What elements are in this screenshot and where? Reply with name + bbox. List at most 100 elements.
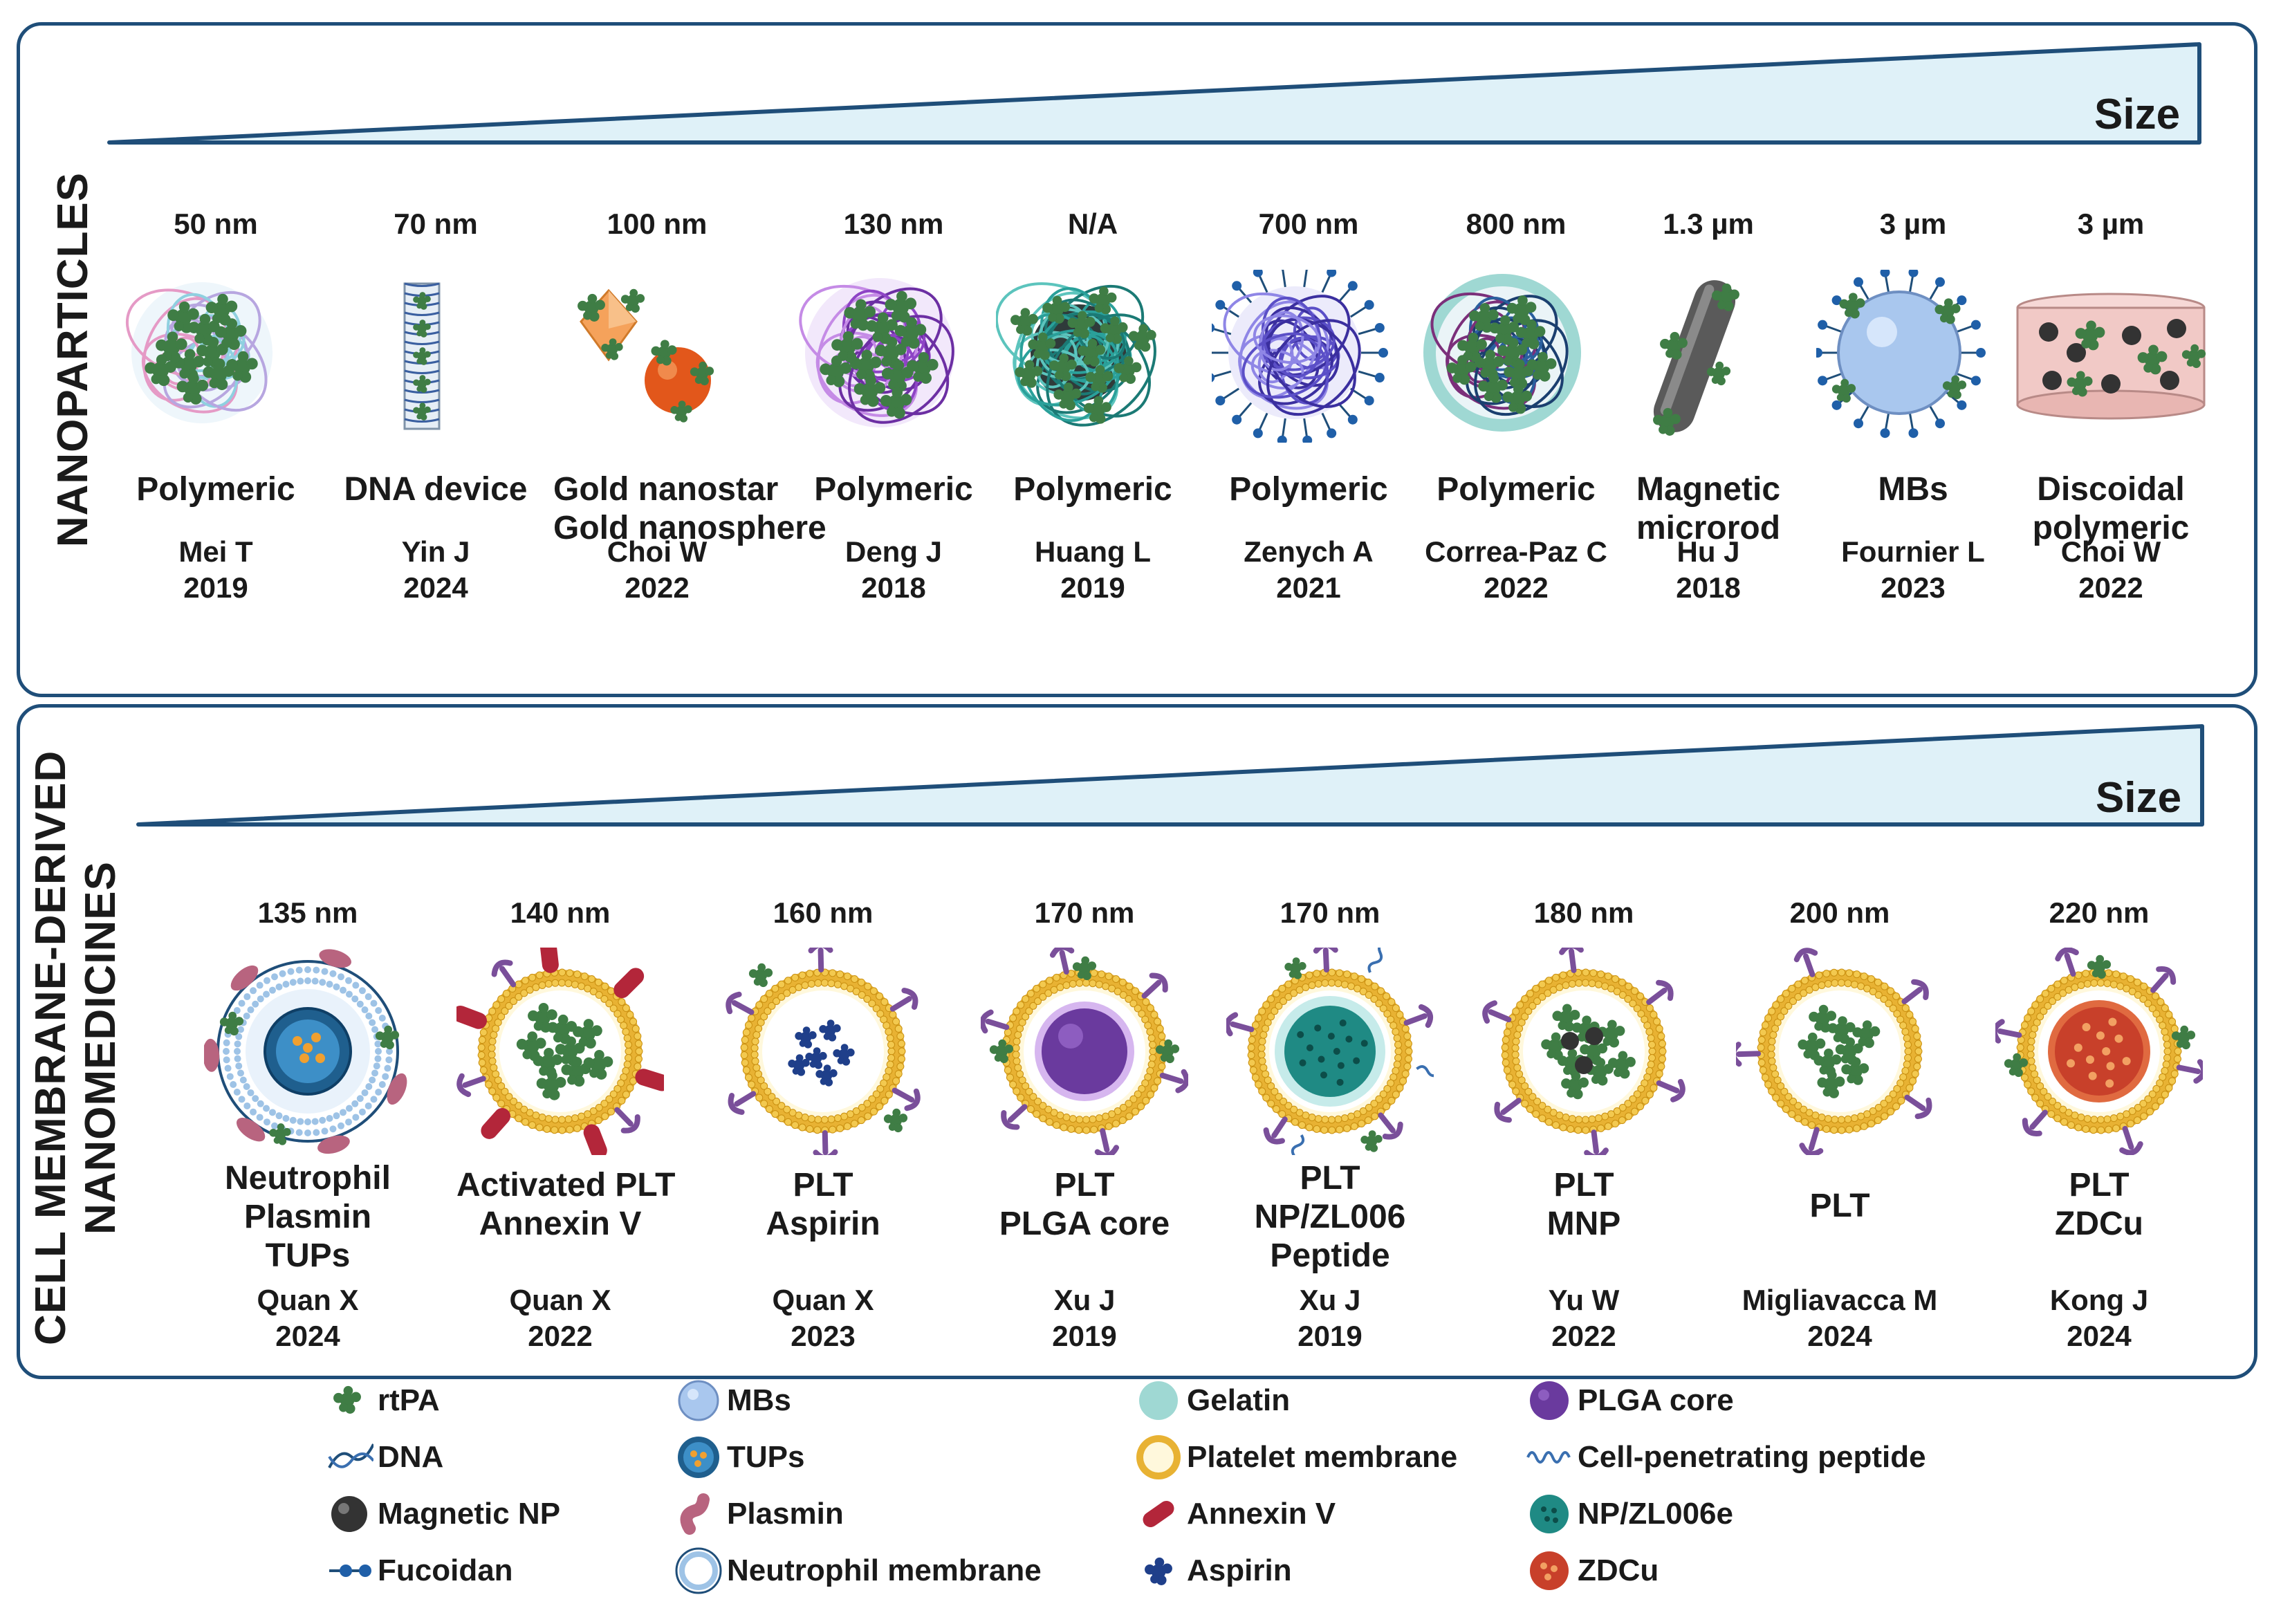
cm-type-line: TUPs — [265, 1237, 351, 1274]
np-author: Choi W — [607, 535, 708, 568]
np-type: DNA device — [332, 470, 539, 509]
legend-label: Fucoidan — [378, 1553, 513, 1587]
legend-item: Magnetic NP — [325, 1490, 560, 1538]
np-size: 130 nm — [843, 207, 944, 240]
legend-item: Platelet membrane — [1134, 1433, 1457, 1482]
legend-item: ZDCu — [1525, 1547, 1659, 1595]
cm-type-line: Annexin V — [479, 1206, 642, 1242]
np-type-line: Gold nanosphere — [553, 510, 826, 546]
cm-author: Migliavacca M — [1742, 1284, 1938, 1316]
np-size: N/A — [1067, 207, 1118, 240]
legend-label: Gelatin — [1187, 1383, 1291, 1417]
neutrophil-membrane-icon — [675, 1547, 722, 1594]
legend-label: PLGA core — [1578, 1383, 1734, 1417]
annexin-v-icon — [1143, 1500, 1174, 1528]
plt-zl006-icon — [1226, 948, 1434, 1155]
cm-type-line: Neutrophil — [225, 1160, 391, 1197]
np-author: Yin J — [401, 535, 470, 568]
legend-item: Gelatin — [1134, 1376, 1290, 1425]
np-size: 50 nm — [174, 207, 258, 240]
polymeric-fucoidan-icon — [1212, 270, 1388, 443]
cell-membrane-title-line2: NANOMEDICINES — [77, 860, 124, 1235]
legend-label: NP/ZL006e — [1578, 1497, 1733, 1531]
legend-label: Aspirin — [1187, 1553, 1292, 1587]
size-ramp-cell-membrane — [136, 724, 2204, 827]
np-type-line: Polymeric — [814, 471, 973, 508]
legend-item: Neutrophil membrane — [674, 1547, 1042, 1595]
cm-author: Xu J — [1053, 1284, 1116, 1316]
np-size: 70 nm — [394, 207, 478, 240]
np-year: 2021 — [1276, 571, 1341, 604]
cm-author: Xu J — [1299, 1284, 1361, 1316]
cm-type-line: PLT — [2069, 1167, 2130, 1203]
legend-label: Magnetic NP — [378, 1497, 561, 1531]
np-type: Polymeric — [1205, 470, 1412, 509]
cm-size: 135 nm — [257, 896, 358, 929]
np-author: Huang L — [1035, 535, 1151, 568]
polymeric-purple-icon — [799, 278, 954, 427]
legend-label: Platelet membrane — [1187, 1440, 1458, 1474]
cm-type-line: PLT — [1054, 1167, 1115, 1203]
np-type-line: Polymeric — [1013, 471, 1172, 508]
legend-item: rtPA — [325, 1376, 440, 1425]
legend-item: NP/ZL006e — [1525, 1490, 1733, 1538]
gelatin-icon — [1139, 1381, 1178, 1420]
np-year: 2023 — [1881, 571, 1946, 604]
np-year: 2024 — [403, 571, 468, 604]
cm-size: 220 nm — [2049, 896, 2150, 929]
np-year: 2022 — [1484, 571, 1549, 604]
np-author: Hu J — [1677, 535, 1740, 568]
np-type-line: polymeric — [2032, 510, 2190, 546]
legend-item: DNA — [325, 1433, 443, 1482]
polymeric-magnetic-icon — [996, 282, 1156, 427]
cm-year: 2022 — [1551, 1320, 1616, 1352]
np-type-line: Polymeric — [136, 471, 295, 508]
activated-plt-annexin-icon — [456, 948, 664, 1155]
cm-citation: Xu J 2019 — [981, 1282, 1188, 1354]
cm-year: 2019 — [1052, 1320, 1117, 1352]
cm-type-line: PLT — [1300, 1160, 1360, 1197]
polymeric-rtpa-icon — [125, 282, 273, 423]
np-size: 1.3 µm — [1663, 207, 1754, 240]
np-zl006e-icon — [1530, 1495, 1569, 1533]
cm-author: Quan X — [257, 1284, 359, 1316]
plasmin-icon — [680, 1493, 710, 1535]
np-type-line: MBs — [1878, 471, 1948, 508]
cm-type-line: Peptide — [1270, 1237, 1390, 1274]
cm-year: 2022 — [528, 1320, 593, 1352]
legend-label: DNA — [378, 1440, 444, 1474]
np-year: 2022 — [2078, 571, 2143, 604]
legend-item: Fucoidan — [325, 1547, 513, 1595]
cm-year: 2024 — [2067, 1320, 2132, 1352]
cm-type-line: PLT — [1809, 1188, 1870, 1224]
cm-author: Quan X — [772, 1284, 874, 1316]
np-size: 700 nm — [1258, 207, 1359, 240]
plt-plga-icon — [981, 948, 1188, 1155]
np-size: 3 µm — [2077, 207, 2145, 240]
plt-rtpa-icon — [1736, 948, 1932, 1155]
zdcu-icon — [1530, 1551, 1569, 1590]
cell-membrane-title: CELL MEMBRANE-DERIVED NANOMEDICINES — [26, 750, 126, 1345]
cm-size: 140 nm — [510, 896, 611, 929]
legend-item: MBs — [674, 1376, 791, 1425]
